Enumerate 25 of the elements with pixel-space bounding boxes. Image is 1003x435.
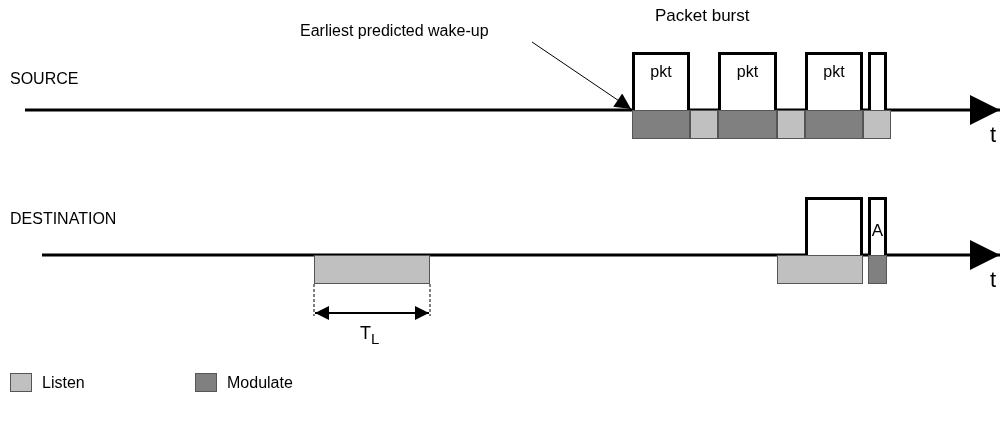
ack-box: A bbox=[868, 197, 887, 255]
packet-box: pkt bbox=[718, 52, 777, 110]
modulate-period-bar bbox=[868, 255, 887, 284]
dimension-label: T$_{L}$ bbox=[360, 322, 380, 349]
annotation-text: Earliest predicted wake-up bbox=[300, 22, 489, 40]
legend-label: Listen bbox=[42, 374, 85, 392]
row-label: SOURCE bbox=[10, 70, 79, 88]
legend-label: Modulate bbox=[227, 374, 293, 392]
group-label: Packet burst bbox=[655, 5, 750, 26]
modulate-period-bar bbox=[632, 110, 690, 139]
packet-box: pkt bbox=[805, 52, 863, 110]
packet-box bbox=[805, 197, 863, 255]
listen-period-bar bbox=[777, 255, 863, 284]
listen-period-bar bbox=[777, 110, 805, 139]
axis-label: t bbox=[990, 122, 997, 148]
packet-box bbox=[868, 52, 887, 110]
leader-line bbox=[531, 41, 632, 110]
row-label: DESTINATION bbox=[10, 210, 117, 228]
axis-label: t bbox=[990, 267, 997, 293]
modulate-period-bar bbox=[805, 110, 863, 139]
listen-period-bar bbox=[314, 255, 430, 284]
listen-period-bar bbox=[863, 110, 891, 139]
modulate-period-bar bbox=[718, 110, 777, 139]
listen-period-bar bbox=[690, 110, 718, 139]
packet-box: pkt bbox=[632, 52, 690, 110]
